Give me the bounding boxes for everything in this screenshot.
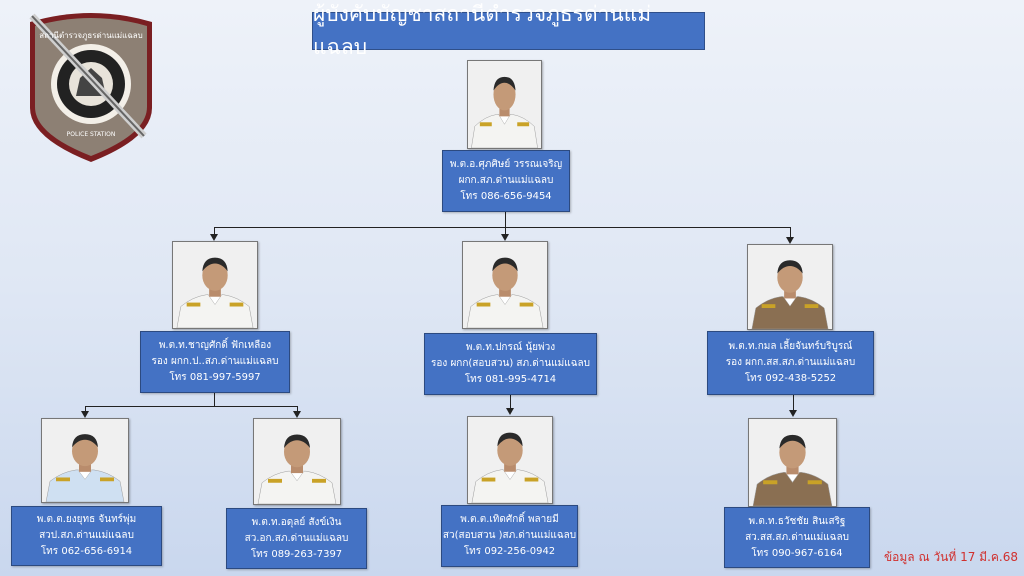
connector: [214, 227, 791, 228]
person-card-inspector: พ.ต.ท.อดุลย์ สังข์เงิน สว.อก.สภ.ด่านแม่แ…: [226, 508, 367, 569]
person-photo: [467, 60, 542, 149]
connector: [85, 406, 298, 407]
person-phone: โทร 081-995-4714: [464, 374, 557, 385]
person-card-deputy: พ.ต.ท.ปกรณ์ นุ้ยพ่วง รอง ผกก(สอบสวน) สภ.…: [424, 333, 597, 395]
person-phone: โทร 092-438-5252: [744, 373, 837, 384]
person-position: รอง ผกก.ป..สภ.ด่านแม่แฉลบ: [151, 356, 279, 367]
arrow-icon: [293, 411, 301, 418]
arrow-icon: [786, 237, 794, 244]
person-phone: โทร 090-967-6164: [751, 547, 843, 559]
person-photo: [172, 241, 258, 329]
person-photo: [41, 418, 129, 503]
person-card-inspector: พ.ต.ต.ยงยุทธ จันทร์พุ่ม สวป.สภ.ด่านแม่แฉ…: [11, 506, 162, 566]
connector: [85, 406, 86, 412]
arrow-icon: [210, 234, 218, 241]
person-photo: [748, 418, 837, 507]
arrow-icon: [81, 411, 89, 418]
person-name: พ.ต.ท.อดุลย์ สังข์เงิน: [251, 516, 342, 528]
person-position: รอง ผกก(สอบสวน) สภ.ด่านแม่แฉลบ: [431, 358, 590, 369]
person-position: สว(สอบสวน )สภ.ด่านแม่แฉลบ: [442, 530, 577, 541]
person-card-inspector: พ.ต.ท.ธวัชชัย สินเสริฐ สว.สส.สภ.ด่านแม่แ…: [724, 507, 870, 568]
connector: [510, 394, 511, 408]
data-date-note: ข้อมูล ณ วันที่ 17 มี.ค.68: [883, 550, 1018, 564]
page-title: ผู้บังคับบัญชาสถานีตำรวจภูธรด่านแม่แฉลบ: [312, 2, 705, 59]
person-name: พ.ต.ท.ธวัชชัย สินเสริฐ: [748, 515, 846, 527]
person-position: สวป.สภ.ด่านแม่แฉลบ: [39, 530, 134, 541]
person-phone: โทร 089-263-7397: [250, 548, 343, 560]
person-name: พ.ต.อ.ศุภศิษย์ วรรณเจริญ: [449, 159, 563, 170]
arrow-icon: [506, 408, 514, 415]
svg-text:POLICE STATION: POLICE STATION: [67, 131, 116, 138]
connector: [505, 227, 506, 235]
person-photo: [747, 244, 833, 330]
connector: [793, 394, 794, 410]
person-name: พ.ต.ท.กมล เลี้ยจันทร์บริบูรณ์: [728, 341, 853, 352]
person-name: พ.ต.ต.เทิดศักดิ์ พลายมี: [460, 514, 559, 525]
person-card-deputy: พ.ต.ท.ชาญศักดิ์ ฟักเหลือง รอง ผกก.ป..สภ.…: [140, 331, 290, 393]
connector: [505, 211, 506, 227]
person-position: รอง ผกก.สส.สภ.ด่านแม่แฉลบ: [725, 357, 856, 368]
person-card-commander: พ.ต.อ.ศุภศิษย์ วรรณเจริญ ผกก.สภ.ด่านแม่แ…: [442, 150, 570, 212]
person-phone: โทร 081-997-5997: [169, 372, 261, 383]
svg-text:สถานีตำรวจภูธรด่านแม่แฉลบ: สถานีตำรวจภูธรด่านแม่แฉลบ: [39, 31, 142, 41]
person-name: พ.ต.ท.ปกรณ์ นุ้ยพ่วง: [465, 342, 556, 353]
person-name: พ.ต.ท.ชาญศักดิ์ ฟักเหลือง: [158, 340, 272, 351]
person-phone: โทร 092-256-0942: [463, 546, 556, 557]
person-photo: [467, 416, 553, 504]
arrow-icon: [789, 410, 797, 417]
person-position: สว.อก.สภ.ด่านแม่แฉลบ: [244, 532, 349, 544]
person-photo: [253, 418, 341, 505]
connector: [214, 227, 215, 235]
person-name: พ.ต.ต.ยงยุทธ จันทร์พุ่ม: [36, 514, 137, 525]
person-card-deputy: พ.ต.ท.กมล เลี้ยจันทร์บริบูรณ์ รอง ผกก.สส…: [707, 331, 874, 395]
person-phone: โทร 086-656-9454: [460, 191, 552, 202]
connector: [214, 392, 215, 406]
connector: [790, 227, 791, 237]
connector: [297, 406, 298, 412]
arrow-icon: [501, 234, 509, 241]
person-position: ผกก.สภ.ด่านแม่แฉลบ: [458, 175, 554, 186]
person-phone: โทร 062-656-6914: [40, 546, 133, 557]
person-photo: [462, 241, 548, 329]
police-station-logo: สถานีตำรวจภูธรด่านแม่แฉลบ POLICE STATION: [24, 8, 158, 164]
person-position: สว.สส.สภ.ด่านแม่แฉลบ: [745, 531, 849, 543]
person-card-inspector: พ.ต.ต.เทิดศักดิ์ พลายมี สว(สอบสวน )สภ.ด่…: [441, 505, 578, 567]
